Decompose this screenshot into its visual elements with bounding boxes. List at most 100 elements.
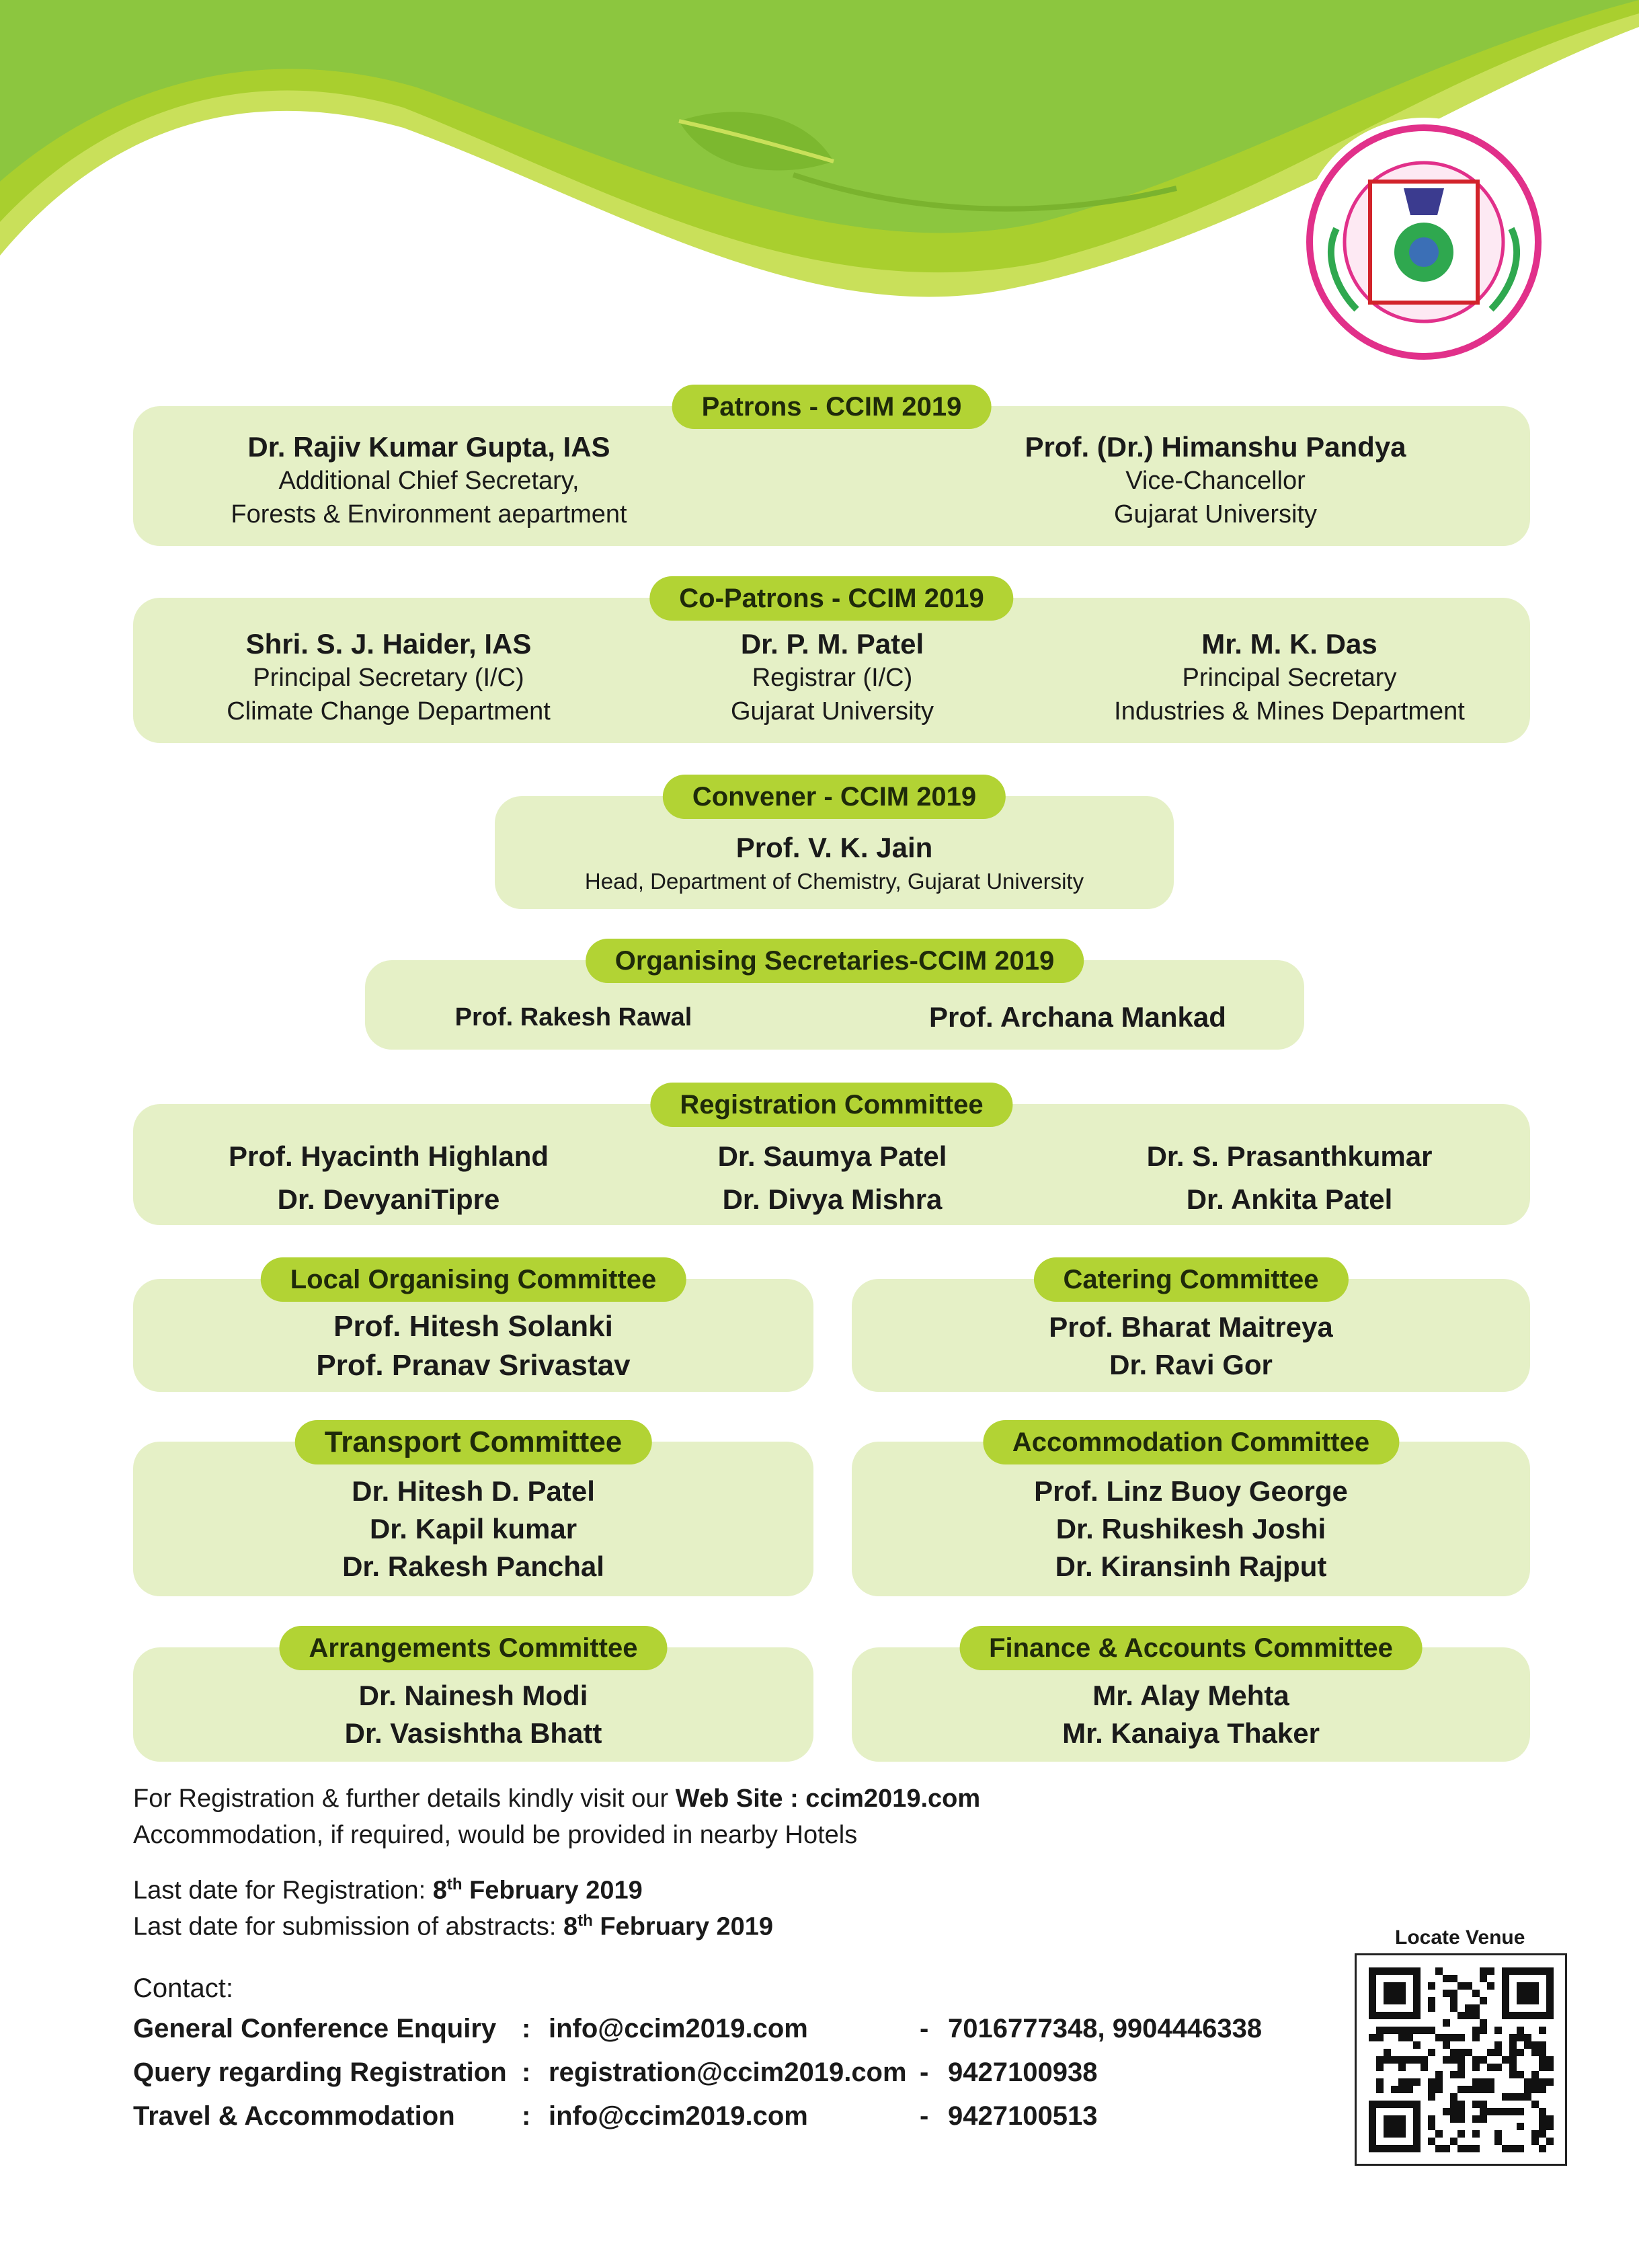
contact-heading: Contact: bbox=[133, 1973, 233, 2003]
local-committee-section: Local Organising Committee Prof. Hitesh … bbox=[133, 1257, 813, 1392]
registration-deadline-day: 8 bbox=[432, 1876, 447, 1905]
registration-info-line: For Registration & further details kindl… bbox=[133, 1781, 980, 1817]
locate-venue-label: Locate Venue bbox=[1395, 1926, 1525, 1949]
transport-member: Dr. Hitesh D. Patel bbox=[352, 1475, 595, 1507]
finance-committee-section: Finance & Accounts Committee Mr. Alay Me… bbox=[852, 1626, 1530, 1762]
secretary-2-name: Prof. Archana Mankad bbox=[929, 1001, 1226, 1033]
patron-1-name: Dr. Rajiv Kumar Gupta, IAS bbox=[247, 431, 610, 463]
copatron-3-dept: Industries & Mines Department bbox=[1114, 697, 1465, 726]
accommodation-member: Prof. Linz Buoy George bbox=[1034, 1475, 1348, 1507]
university-emblem-icon bbox=[1296, 114, 1552, 370]
convener-role: Head, Department of Chemistry, Gujarat U… bbox=[584, 869, 1084, 894]
copatrons-section: Co-Patrons - CCIM 2019 Shri. S. J. Haide… bbox=[133, 576, 1530, 743]
copatron-3: Mr. M. K. Das Principal Secretary Indust… bbox=[1061, 627, 1518, 728]
copatron-2-name: Dr. P. M. Patel bbox=[740, 628, 924, 660]
contact-email[interactable]: registration@ccim2019.com bbox=[549, 2058, 907, 2087]
catering-member: Prof. Bharat Maitreya bbox=[1049, 1311, 1333, 1343]
arrangements-committee-title: Arrangements Committee bbox=[279, 1626, 668, 1670]
copatron-1-role: Principal Secretary (I/C) bbox=[253, 664, 524, 692]
abstract-deadline-suffix: th bbox=[577, 1912, 593, 1930]
transport-member: Dr. Rakesh Panchal bbox=[342, 1551, 604, 1582]
patron-1-dept: Forests & Environment aepartment bbox=[231, 500, 627, 529]
registration-member: Dr. Divya Mishra bbox=[722, 1183, 943, 1215]
convener-name: Prof. V. K. Jain bbox=[735, 832, 933, 863]
registration-member: Dr. DevyaniTipre bbox=[277, 1183, 500, 1215]
contact-email[interactable]: info@ccim2019.com bbox=[549, 2014, 808, 2043]
catering-member: Dr. Ravi Gor bbox=[1109, 1349, 1273, 1380]
abstract-deadline-day: 8 bbox=[563, 1912, 578, 1941]
registration-col-1: Prof. Hyacinth Highland Dr. DevyaniTipre bbox=[187, 1135, 590, 1221]
registration-deadline-date: February 2019 bbox=[469, 1876, 643, 1905]
arrangements-member: Dr. Nainesh Modi bbox=[358, 1680, 588, 1711]
contact-label: Travel & Accommodation bbox=[133, 2101, 455, 2131]
website-link[interactable]: Web Site : ccim2019.com bbox=[675, 1785, 981, 1813]
accommodation-member: Dr. Rushikesh Joshi bbox=[1055, 1513, 1326, 1544]
registration-col-2: Dr. Saumya Patel Dr. Divya Mishra bbox=[631, 1135, 1034, 1221]
convener-section: Convener - CCIM 2019 Prof. V. K. Jain He… bbox=[495, 775, 1174, 909]
registration-member: Dr. Saumya Patel bbox=[717, 1140, 947, 1172]
arrangements-member: Dr. Vasishtha Bhatt bbox=[344, 1717, 602, 1749]
contact-label: Query regarding Registration bbox=[133, 2058, 507, 2087]
qr-code-icon[interactable] bbox=[1355, 1953, 1567, 2166]
finance-member: Mr. Kanaiya Thaker bbox=[1062, 1717, 1320, 1749]
registration-info-text: For Registration & further details kindl… bbox=[133, 1785, 669, 1813]
contact-phone[interactable]: 7016777348, 9904446338 bbox=[948, 2014, 1263, 2043]
accommodation-committee-members: Prof. Linz Buoy George Dr. Rushikesh Jos… bbox=[852, 1473, 1530, 1586]
finance-committee-title: Finance & Accounts Committee bbox=[959, 1626, 1423, 1670]
secretaries-section: Organising Secretaries-CCIM 2019 Prof. R… bbox=[365, 939, 1304, 1050]
transport-committee-members: Dr. Hitesh D. Patel Dr. Kapil kumar Dr. … bbox=[133, 1473, 813, 1586]
registration-member: Prof. Hyacinth Highland bbox=[228, 1140, 549, 1172]
accommodation-note: Accommodation, if required, would be pro… bbox=[133, 1821, 858, 1849]
transport-member: Dr. Kapil kumar bbox=[369, 1513, 577, 1544]
transport-committee-section: Transport Committee Dr. Hitesh D. Patel … bbox=[133, 1420, 813, 1596]
accommodation-committee-section: Accommodation Committee Prof. Linz Buoy … bbox=[852, 1420, 1530, 1596]
copatron-3-role: Principal Secretary bbox=[1182, 664, 1397, 692]
registration-deadline-suffix: th bbox=[446, 1875, 463, 1893]
copatron-1-name: Shri. S. J. Haider, IAS bbox=[245, 628, 532, 660]
contact-dash: - bbox=[920, 2014, 929, 2043]
registration-committee-section: Registration Committee Prof. Hyacinth Hi… bbox=[133, 1083, 1530, 1225]
registration-committee-title: Registration Committee bbox=[650, 1083, 1013, 1127]
contact-dash: - bbox=[920, 2058, 929, 2087]
arrangements-committee-section: Arrangements Committee Dr. Nainesh Modi … bbox=[133, 1626, 813, 1762]
registration-deadline-label: Last date for Registration: bbox=[133, 1876, 426, 1905]
copatron-1-dept: Climate Change Department bbox=[227, 697, 551, 726]
transport-committee-title: Transport Committee bbox=[294, 1420, 652, 1464]
patron-2: Prof. (Dr.) Himanshu Pandya Vice-Chancel… bbox=[1000, 430, 1431, 531]
patron-2-dept: Gujarat University bbox=[1114, 500, 1317, 529]
contact-label: General Conference Enquiry bbox=[133, 2014, 497, 2043]
contact-separator: : bbox=[522, 2058, 531, 2087]
copatron-1: Shri. S. J. Haider, IAS Principal Secret… bbox=[173, 627, 604, 728]
contact-dash: - bbox=[920, 2101, 929, 2131]
local-member: Prof. Hitesh Solanki bbox=[333, 1310, 613, 1343]
header-wave-decoration bbox=[0, 0, 1639, 297]
registration-col-3: Dr. S. Prasanthkumar Dr. Ankita Patel bbox=[1088, 1135, 1491, 1221]
patrons-section: Patrons - CCIM 2019 Dr. Rajiv Kumar Gupt… bbox=[133, 385, 1530, 546]
secretaries-title: Organising Secretaries-CCIM 2019 bbox=[585, 939, 1084, 983]
local-committee-members: Prof. Hitesh Solanki Prof. Pranav Srivas… bbox=[133, 1307, 813, 1385]
contact-phone[interactable]: 9427100938 bbox=[948, 2058, 1098, 2087]
patron-1-role: Additional Chief Secretary, bbox=[278, 467, 579, 495]
arrangements-committee-members: Dr. Nainesh Modi Dr. Vasishtha Bhatt bbox=[133, 1677, 813, 1752]
patrons-title: Patrons - CCIM 2019 bbox=[672, 385, 992, 429]
catering-committee-title: Catering Committee bbox=[1033, 1257, 1349, 1302]
catering-committee-members: Prof. Bharat Maitreya Dr. Ravi Gor bbox=[852, 1308, 1530, 1384]
finance-member: Mr. Alay Mehta bbox=[1092, 1680, 1289, 1711]
convener-title: Convener - CCIM 2019 bbox=[662, 775, 1006, 819]
convener-person: Prof. V. K. Jain Head, Department of Che… bbox=[495, 831, 1174, 898]
contact-separator: : bbox=[522, 2101, 531, 2131]
contact-email[interactable]: info@ccim2019.com bbox=[549, 2101, 808, 2131]
registration-member: Dr. Ankita Patel bbox=[1186, 1183, 1393, 1215]
copatrons-title: Co-Patrons - CCIM 2019 bbox=[649, 576, 1014, 621]
copatron-2: Dr. P. M. Patel Registrar (I/C) Gujarat … bbox=[631, 627, 1034, 728]
patron-2-role: Vice-Chancellor bbox=[1125, 467, 1306, 495]
leaf-icon bbox=[678, 112, 834, 171]
finance-committee-members: Mr. Alay Mehta Mr. Kanaiya Thaker bbox=[852, 1677, 1530, 1752]
copatron-2-role: Registrar (I/C) bbox=[752, 664, 913, 692]
registration-deadline: Last date for Registration: 8th February… bbox=[133, 1867, 643, 1909]
contact-phone[interactable]: 9427100513 bbox=[948, 2101, 1098, 2131]
copatron-3-name: Mr. M. K. Das bbox=[1201, 628, 1377, 660]
accommodation-committee-title: Accommodation Committee bbox=[982, 1420, 1400, 1464]
patron-2-name: Prof. (Dr.) Himanshu Pandya bbox=[1025, 431, 1406, 463]
local-committee-title: Local Organising Committee bbox=[260, 1257, 686, 1302]
